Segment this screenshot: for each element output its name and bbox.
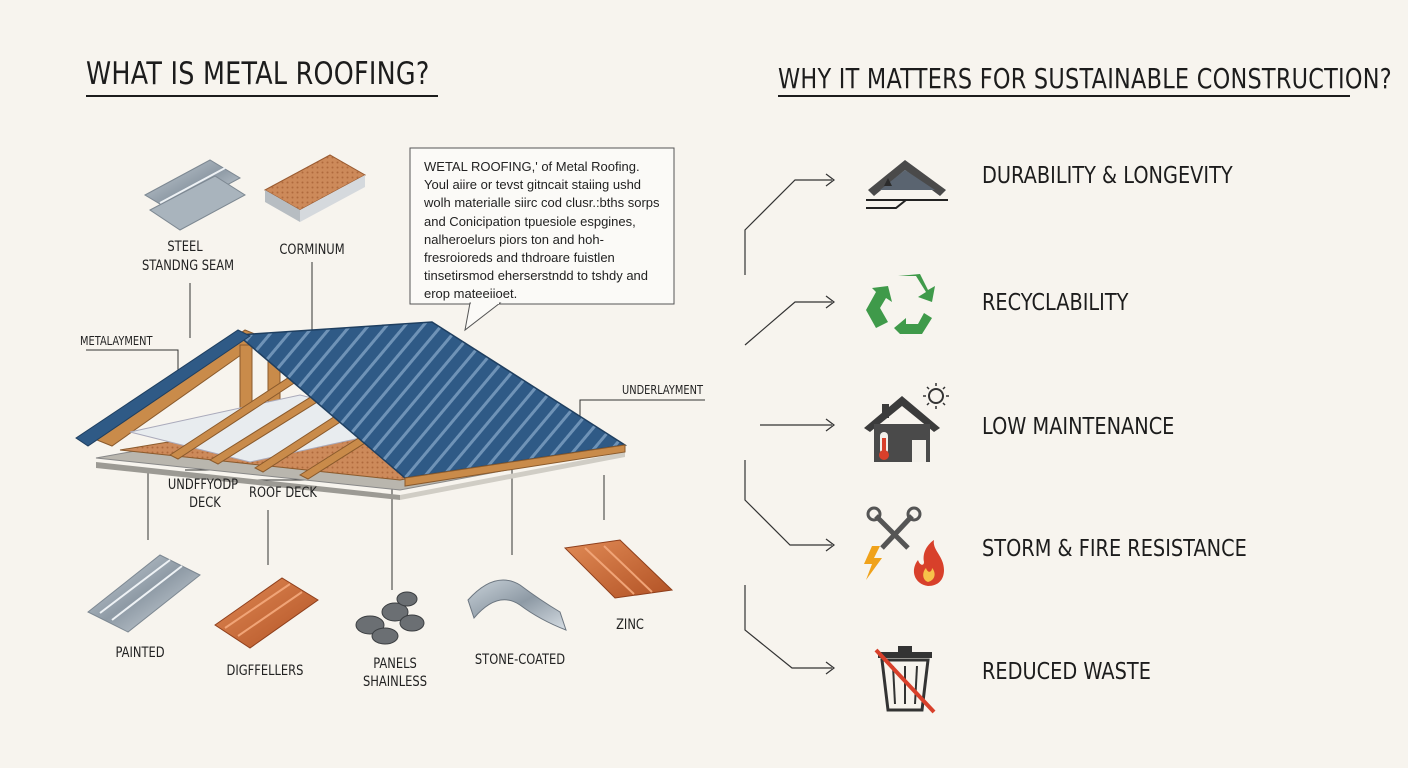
callout-box xyxy=(409,147,675,332)
label-underdeck-line1: UNDFFYODP xyxy=(167,477,239,493)
recycle-icon xyxy=(866,274,935,340)
crossed-trash-bin-icon xyxy=(874,646,936,714)
label-painted: PAINTED xyxy=(115,645,165,661)
label-roof-deck: ROOF DECK xyxy=(249,485,317,501)
label-standing-seam: STANDNG SEAM xyxy=(141,258,235,274)
left-heading: WHAT IS METAL ROOFING? xyxy=(86,56,430,92)
zinc-sample xyxy=(563,539,674,599)
label-metalayment: METALAYMENT xyxy=(80,334,153,348)
steel-standing-seam-sample xyxy=(143,159,246,231)
label-underdeck-line2: DECK xyxy=(189,495,221,511)
difellers-sample xyxy=(214,577,319,649)
label-difellers: DIGFFELLERS xyxy=(226,663,304,679)
label-zinc: ZINC xyxy=(616,617,644,633)
callout-text: WETAL ROOFING,' of Metal Roofing. Youl a… xyxy=(424,158,670,304)
benefit-durability: DURABILITY & LONGEVITY xyxy=(982,163,1233,189)
benefit-low-maintenance: LOW MAINTENANCE xyxy=(982,414,1175,440)
house-thermometer-sun-icon xyxy=(864,383,949,462)
label-shainless: SHAINLESS xyxy=(363,674,427,690)
left-heading-underline xyxy=(86,95,438,97)
benefit-connectors xyxy=(744,173,835,675)
benefit-reduced-waste: REDUCED WASTE xyxy=(982,659,1151,685)
stone-coated-sample xyxy=(467,579,567,631)
right-heading: WHY IT MATTERS FOR SUSTAINABLE CONSTRUCT… xyxy=(778,62,1392,95)
callout-title: WETAL ROOFING,' of Metal Roofing. xyxy=(424,159,640,174)
label-stone-coated: STONE-COATED xyxy=(474,652,566,668)
corminum-sample xyxy=(263,154,367,222)
painted-sample xyxy=(87,554,201,633)
right-heading-underline xyxy=(778,95,1350,97)
benefit-recyclability: RECYCLABILITY xyxy=(982,290,1129,316)
label-panels: PANELS xyxy=(373,656,417,672)
roof-house-icon xyxy=(866,160,948,209)
tools-lightning-fire-icon xyxy=(864,506,944,586)
label-underlayment: UNDERLAYMENT xyxy=(622,383,703,397)
panels-stones-sample xyxy=(355,591,425,645)
label-corminum: CORMINUM xyxy=(279,242,345,258)
label-steel: STEEL xyxy=(167,239,203,255)
callout-body: Youl aiire or tevst gitncait staiing ush… xyxy=(424,177,660,302)
benefit-storm-fire: STORM & FIRE RESISTANCE xyxy=(982,536,1247,562)
roof-cutaway xyxy=(75,321,628,500)
